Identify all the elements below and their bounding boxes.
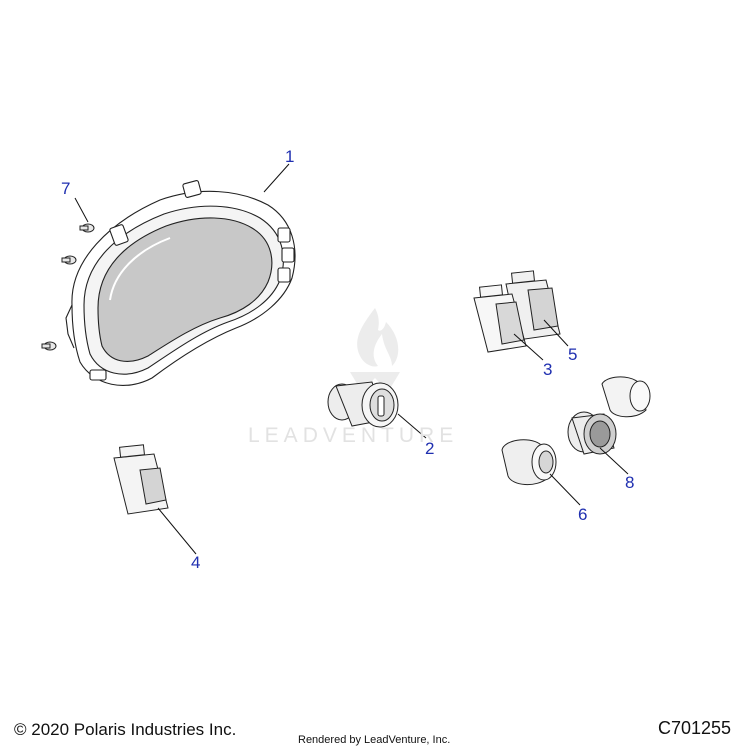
part-3-rocker-switch [473,284,527,353]
callout-6: 6 [578,505,588,524]
drawing-number: C701255 [658,718,732,738]
leadventure-logo-icon [350,308,400,392]
part-4-rocker-switch [113,444,169,515]
part-8-usb-socket [567,376,651,455]
callout-3: 3 [543,360,553,379]
callout-4: 4 [191,553,201,572]
callout-2: 2 [425,439,435,458]
callout-leaders [74,163,629,555]
callout-5: 5 [568,345,578,364]
part-7-screws [41,223,95,351]
part-2-key-switch [327,381,399,428]
callout-8: 8 [625,473,635,492]
rendered-by-text: Rendered by LeadVenture, Inc. [298,734,451,746]
copyright-text: © 2020 Polaris Industries Inc. [14,720,237,739]
callout-7: 7 [61,179,71,198]
part-1-instrument-cluster [65,180,296,386]
callout-1: 1 [285,147,295,166]
part-6-power-outlet [501,439,557,485]
watermark-text: LEADVENTURE [248,424,459,447]
